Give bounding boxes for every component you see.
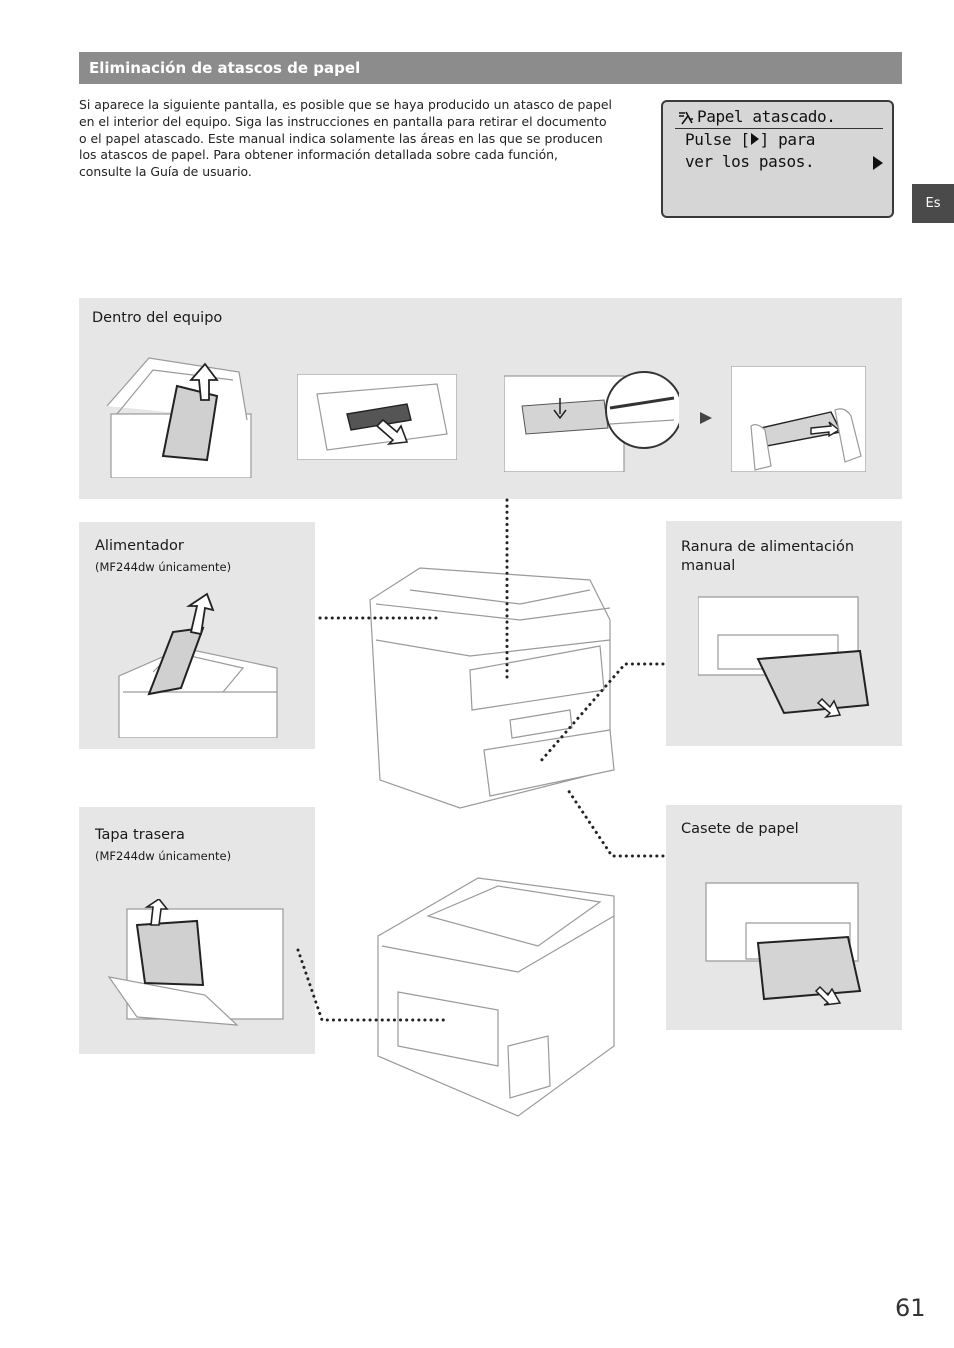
panel-paper-cassette: Casete de papel	[666, 805, 902, 1030]
scroll-right-icon	[873, 156, 883, 170]
page-number: 61	[895, 1294, 926, 1322]
lcd-line-1: Papel atascado.	[675, 106, 883, 129]
lcd-line-3: ver los pasos.	[685, 152, 815, 171]
illustration-cassette-paper	[705, 882, 862, 1006]
illustration-toner-area-paper	[297, 374, 457, 460]
connector-rear-cover	[296, 948, 447, 1022]
panel-rear-cover: Tapa trasera (MF244dw únicamente)	[79, 807, 315, 1054]
connector-manual-slot	[538, 662, 665, 764]
section-title: Eliminación de atascos de papel	[89, 59, 361, 77]
lcd-line-1-text: Papel atascado.	[697, 107, 836, 126]
panel-feeder: Alimentador (MF244dw únicamente)	[79, 522, 315, 749]
illustration-feeder-remove-document	[118, 592, 278, 738]
illustration-pull-paper-out	[731, 366, 866, 472]
panel-title-cassette: Casete de papel	[681, 821, 799, 837]
panel-title-feeder: Alimentador	[95, 538, 184, 554]
section-header: Eliminación de atascos de papel	[79, 52, 902, 84]
illustration-open-unit-remove-paper	[106, 357, 252, 478]
illustration-rear-cover-paper	[107, 899, 284, 1026]
printer-front-illustration	[369, 567, 615, 809]
next-step-arrow-icon	[700, 412, 712, 424]
panel-subtitle-feeder: (MF244dw únicamente)	[95, 560, 232, 574]
connector-cassette	[566, 788, 665, 858]
illustration-manual-slot-paper	[698, 596, 870, 719]
lcd-display: Papel atascado. Pulse [] para ver los pa…	[661, 100, 894, 218]
panel-inside-machine: Dentro del equipo	[79, 298, 902, 499]
panel-title-inside: Dentro del equipo	[92, 310, 223, 326]
panel-title-rear-cover: Tapa trasera	[95, 827, 185, 843]
illustration-inner-roller-magnified	[504, 371, 679, 472]
printer-rear-illustration	[377, 877, 615, 1117]
panel-title-manual-slot: Ranura de alimentación manual	[681, 539, 855, 574]
panel-subtitle-rear-cover: (MF244dw únicamente)	[95, 849, 232, 863]
panel-manual-feed-slot: Ranura de alimentación manual	[666, 521, 902, 746]
intro-paragraph: Si aparece la siguiente pantalla, es pos…	[79, 97, 612, 180]
lcd-line-2: Pulse [] para	[685, 130, 816, 149]
language-tab: Es	[912, 184, 954, 223]
right-triangle-icon	[750, 133, 759, 145]
paper-jam-icon	[679, 111, 693, 125]
